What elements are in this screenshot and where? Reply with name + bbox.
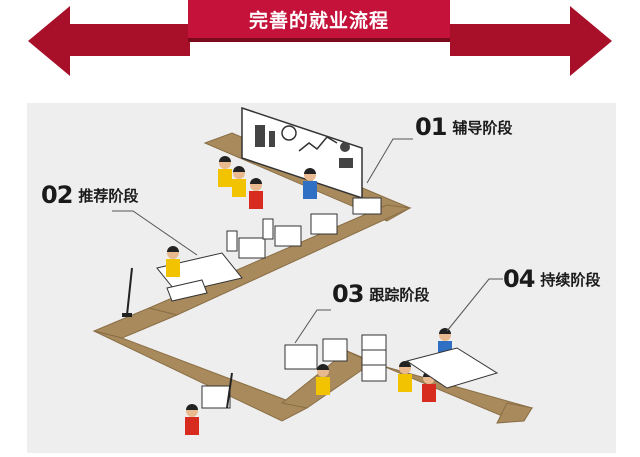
person-stage-02 <box>166 246 180 277</box>
desk-stage-02 <box>122 252 243 317</box>
cabinet <box>361 334 387 382</box>
stage-04-text: 持续阶段 <box>540 270 601 289</box>
title-box <box>188 0 450 38</box>
stage-03-label: 03 跟踪阶段 <box>332 280 429 308</box>
process-scene: 01 辅导阶段 02 推荐阶段 03 跟踪阶段 04 持续阶段 <box>27 103 616 453</box>
header-banner <box>28 0 612 76</box>
page-title: 完善的就业流程 <box>248 9 389 32</box>
stage-02-label: 02 推荐阶段 <box>41 181 138 209</box>
left-arrow <box>28 6 190 76</box>
stage-03-text: 跟踪阶段 <box>369 285 430 304</box>
people-stage-01 <box>218 156 317 209</box>
workflow-illustration <box>92 106 534 435</box>
stage-01-number: 01 <box>415 113 447 141</box>
stage-04-label: 04 持续阶段 <box>503 265 600 293</box>
people-stage-03 <box>185 364 330 435</box>
leader-lines <box>112 138 503 344</box>
table-stage-04 <box>405 347 499 389</box>
stage-01-text: 辅导阶段 <box>452 118 513 137</box>
stage-03-number: 03 <box>332 280 364 308</box>
title-box-shade <box>188 38 450 42</box>
bookshelf <box>352 197 382 215</box>
stage-02-number: 02 <box>41 181 73 209</box>
computers-row <box>226 213 338 259</box>
monitors-stage-03 <box>201 338 348 409</box>
right-arrow <box>450 6 612 76</box>
stage-04-number: 04 <box>503 265 535 293</box>
stage-01-label: 01 辅导阶段 <box>415 113 512 141</box>
stage-02-text: 推荐阶段 <box>78 186 139 205</box>
